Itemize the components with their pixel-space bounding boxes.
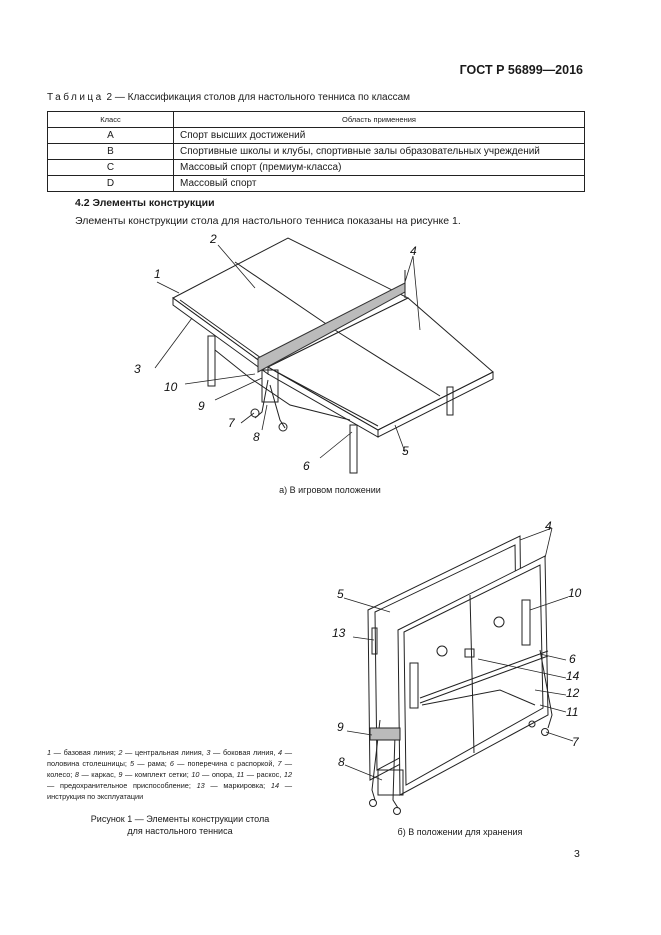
header-class: Класс [47,111,174,128]
top-figure-caption: а) В игровом положении [279,485,381,495]
bottom-label-11: 11 [566,705,578,719]
bottom-label-6: 6 [569,652,576,666]
legend-item: 4 — половина столешницы; [47,748,292,768]
bottom-label-13: 13 [332,626,346,640]
bottom-label-12: 12 [566,686,580,700]
legend-item: 14 — инструкция по эксплуатации [47,781,293,801]
class-cell: C [47,159,174,176]
header-area: Область применения [173,111,585,128]
class-cell: B [47,143,174,160]
area-cell: Спортивные школы и клубы, спортивные зал… [173,143,585,160]
standard-number: ГОСТ Р 56899—2016 [459,63,583,77]
legend-item: 13 — маркировка; [196,781,271,790]
class-cell: D [47,175,174,192]
area-cell: Спорт высших достижений [173,127,585,144]
page-number: 3 [574,848,580,860]
legend-item: 2 — центральная линия, [118,748,207,757]
top-label-1: 1 [154,267,161,281]
bottom-label-14: 14 [566,669,580,683]
area-cell: Массовый спорт (премиум-класса) [173,159,585,176]
bottom-label-7: 7 [572,735,580,749]
legend-item: 10 — опора, [191,770,237,779]
legend-item: 5 — рама; [130,759,170,768]
top-label-5: 5 [402,444,409,458]
top-label-10: 10 [164,380,178,394]
top-label-9: 9 [198,399,205,413]
top-label-7: 7 [228,416,236,430]
legend-item: 6 — поперечина с распоркой, [169,759,278,768]
figure-caption-line2: для настольного тенниса [127,826,233,836]
figure-caption: Рисунок 1 — Элементы конструкции стола д… [60,813,300,837]
legend-item: 7 — колесо; [47,759,293,779]
bottom-label-5: 5 [337,587,344,601]
class-cell: A [47,127,174,144]
table-caption-title: 2 — Классификация столов для настольного… [103,92,411,103]
top-label-8: 8 [253,430,260,444]
legend-item: 3 — боковая линия, [206,748,279,757]
top-label-4: 4 [410,244,417,258]
section-heading: 4.2 Элементы конструкции [75,197,215,209]
bottom-label-4: 4 [545,519,552,533]
bottom-figure-caption: б) В положении для хранения [397,827,523,837]
table-header-row: Класс Область применения [47,111,585,128]
legend-item: 1 — базовая линия; [47,748,119,757]
top-label-6: 6 [303,459,310,473]
area-cell: Массовый спорт [173,175,585,192]
table-caption: Таблица 2 — Классификация столов для нас… [47,92,410,103]
bottom-label-10: 10 [568,586,582,600]
legend-item: 12 — предохранительное приспособление; [47,770,293,790]
legend-item: 8 — каркас, [74,770,119,779]
top-label-3: 3 [134,362,141,376]
bottom-label-8: 8 [338,755,345,769]
top-label-2: 2 [209,232,217,246]
section-paragraph: Элементы конструкции стола для настольно… [75,215,461,227]
bottom-label-9: 9 [337,720,344,734]
figure-legend: 1 — базовая линия; 2 — центральная линия… [47,747,292,802]
legend-item: 11 — раскос, [236,770,284,779]
legend-item: 9 — комплект сетки; [118,770,192,779]
figure-caption-line1: Рисунок 1 — Элементы конструкции стола [90,814,270,824]
table-caption-prefix: Таблица [47,92,104,103]
